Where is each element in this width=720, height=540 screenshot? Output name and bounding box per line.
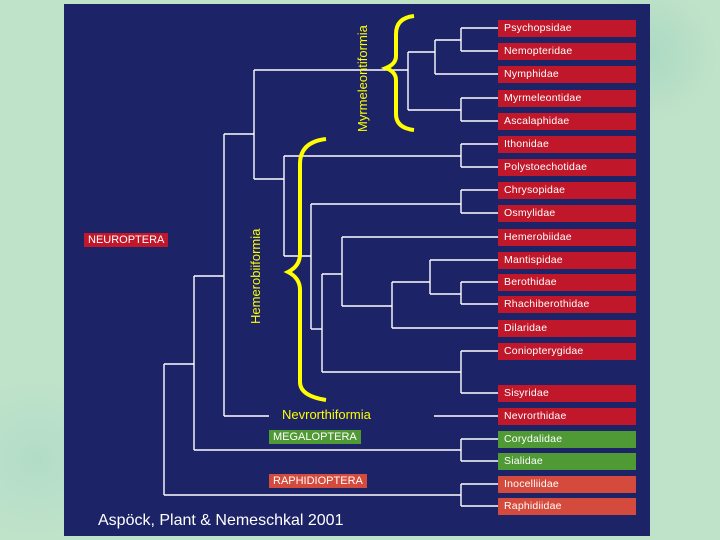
family-label: Ascalaphidae <box>498 113 636 130</box>
family-label: Sialidae <box>498 453 636 470</box>
hemerobiiformia-label: Hemerobiiformia <box>248 228 263 324</box>
phylogenetic-tree <box>163 14 498 507</box>
family-label: Chrysopidae <box>498 182 636 199</box>
family-label: Myrmeleontidae <box>498 90 636 107</box>
family-label: Berothidae <box>498 274 636 291</box>
family-label: Psychopsidae <box>498 20 636 37</box>
family-label: Coniopterygidae <box>498 343 636 360</box>
family-label: Hemerobiidae <box>498 229 636 246</box>
family-label: Corydalidae <box>498 431 636 448</box>
family-label: Nymphidae <box>498 66 636 83</box>
neuroptera-label: NEUROPTERA <box>84 233 169 247</box>
hemerobiiformia-brace <box>283 137 327 402</box>
nevrorthiformia-label: Nevrorthiformia <box>282 407 371 422</box>
family-label: Polystoechotidae <box>498 159 636 176</box>
family-label: Rhachiberothidae <box>498 296 636 313</box>
family-label: Sisyridae <box>498 385 636 402</box>
family-label: Nevrorthidae <box>498 408 636 425</box>
megaloptera-label: MEGALOPTERA <box>269 430 361 444</box>
family-label: Mantispidae <box>498 252 636 269</box>
family-label: Raphidiidae <box>498 498 636 515</box>
citation: Aspöck, Plant & Nemeschkal 2001 <box>98 512 344 529</box>
family-label: Nemopteridae <box>498 43 636 60</box>
family-label: Ithonidae <box>498 136 636 153</box>
family-label: Inocelliidae <box>498 476 636 493</box>
raphidioptera-label: RAPHIDIOPTERA <box>269 474 367 488</box>
family-label: Osmylidae <box>498 205 636 222</box>
myrmeleontiformia-label: Myrmeleontiformia <box>355 25 370 132</box>
myrmeleontiformia-brace <box>380 14 415 132</box>
family-label: Dilaridae <box>498 320 636 337</box>
